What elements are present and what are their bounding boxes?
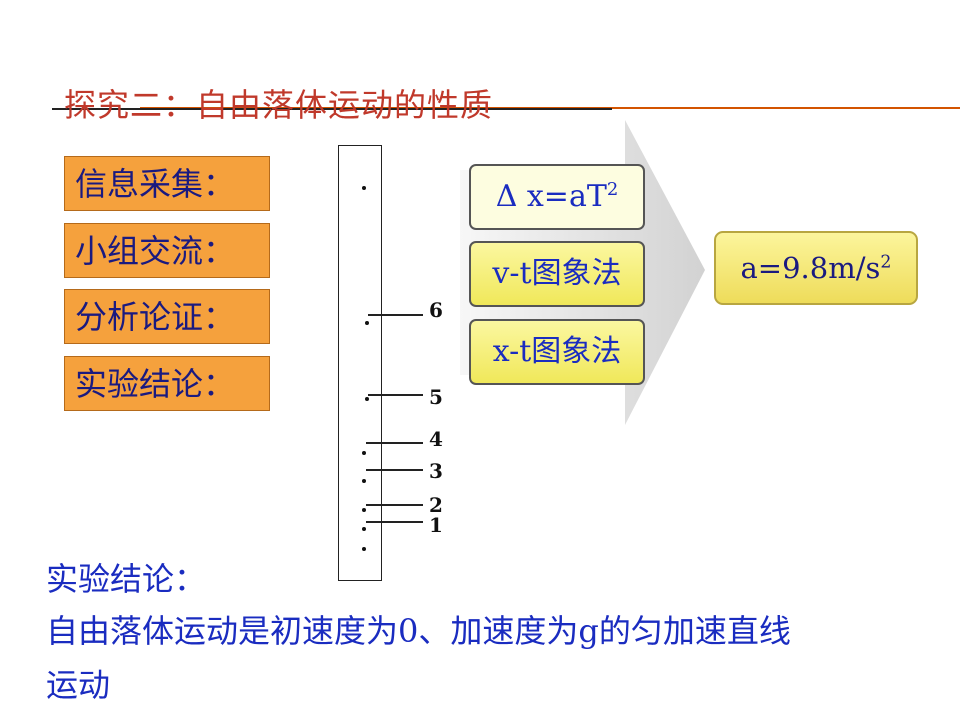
tape-dot xyxy=(365,321,369,325)
step-info-collection: 信息采集： xyxy=(64,156,270,211)
tape-mark-line-1 xyxy=(366,521,423,523)
tape-dot xyxy=(365,397,369,401)
tape-dot xyxy=(362,527,366,531)
tape-dot xyxy=(362,479,366,483)
tape-dot xyxy=(362,508,366,512)
method-xt-graph: x-t图象法 xyxy=(469,319,645,385)
tape-mark-line-2 xyxy=(366,504,423,506)
tape-mark-line-3 xyxy=(366,469,423,471)
step-group-discussion: 小组交流： xyxy=(64,223,270,278)
conclusion-line-2: 运动 xyxy=(46,666,111,704)
title-underline-black xyxy=(52,108,612,110)
tape-label-3: 3 xyxy=(429,459,443,483)
step-analysis: 分析论证： xyxy=(64,289,270,344)
method-delta-x: Δ x=aT2 xyxy=(469,164,645,230)
result-acceleration: a=9.8m/s2 xyxy=(714,231,918,305)
page-title: 探究二：自由落体运动的性质 xyxy=(64,86,494,124)
ticker-tape xyxy=(338,145,382,581)
step-conclusion: 实验结论： xyxy=(64,356,270,411)
method-delta-x-base: Δ x=aT xyxy=(495,179,607,214)
result-exponent: 2 xyxy=(880,252,892,273)
conclusion-line-1: 自由落体运动是初速度为0、加速度为g的匀加速直线 xyxy=(46,612,791,650)
result-base: a=9.8m/s xyxy=(740,251,881,285)
tape-mark-line-4 xyxy=(366,442,423,444)
tape-label-5: 5 xyxy=(429,385,443,409)
conclusion-heading: 实验结论： xyxy=(46,560,207,598)
tape-label-2: 2 xyxy=(429,493,443,517)
tape-mark-line-5 xyxy=(368,394,423,396)
tape-label-4: 4 xyxy=(429,427,443,451)
tape-dot xyxy=(362,451,366,455)
tape-label-6: 6 xyxy=(429,298,443,322)
tape-label-1: 1 xyxy=(429,513,443,537)
tape-dot xyxy=(362,186,366,190)
method-vt-graph: v-t图象法 xyxy=(469,241,645,307)
method-delta-x-exponent: 2 xyxy=(606,179,619,200)
tape-dot xyxy=(362,547,366,551)
tape-mark-line-6 xyxy=(368,314,423,316)
